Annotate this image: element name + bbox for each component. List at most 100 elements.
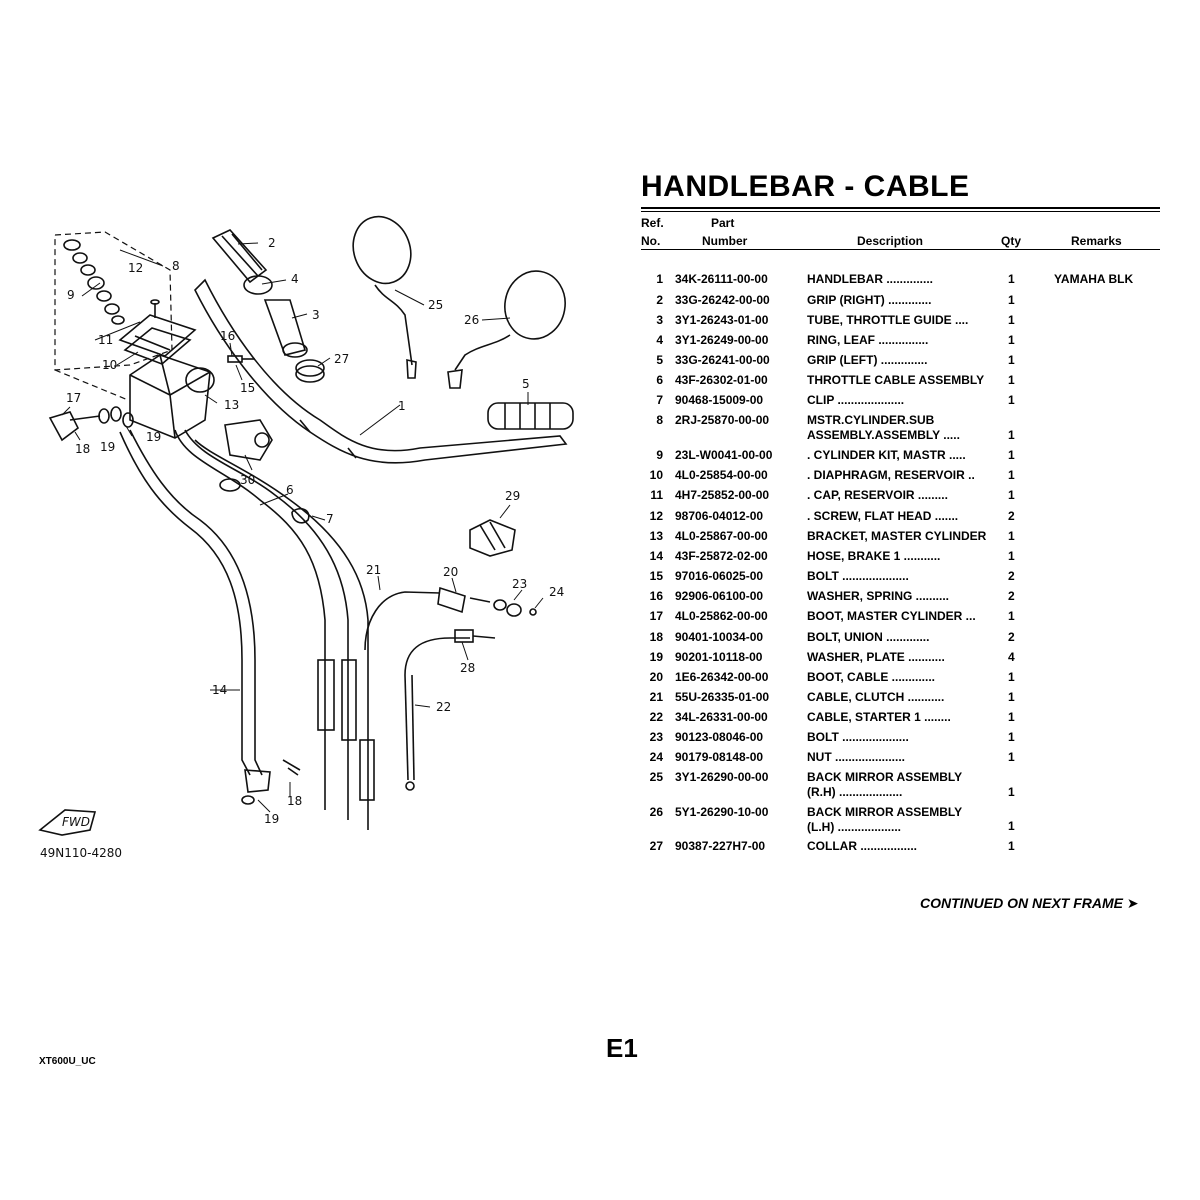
part-qty: 1 (1008, 670, 1015, 684)
part-qty: 1 (1008, 549, 1015, 563)
part-ref-no: 14 (649, 549, 663, 563)
brake-hose (119, 429, 301, 805)
part-number: 90179-08148-00 (675, 750, 764, 764)
header-description: Description (857, 234, 924, 248)
svg-text:14: 14 (212, 683, 227, 697)
part-qty: 1 (1008, 710, 1015, 724)
reservoir-cap (118, 314, 197, 365)
part-qty: 1 (1008, 819, 1015, 833)
svg-text:19: 19 (100, 440, 115, 454)
part-ref-no: 25 (649, 770, 663, 784)
part-number: 4L0-25862-00-00 (675, 609, 768, 623)
svg-text:24: 24 (549, 585, 564, 599)
svg-text:19: 19 (146, 430, 161, 444)
fwd-arrow-icon: FWD (38, 809, 97, 836)
grip-left (487, 402, 574, 430)
part-number: 3Y1-26290-00-00 (675, 770, 769, 784)
master-cylinder-body (129, 354, 215, 439)
part-number: 34L-26331-00-00 (675, 710, 768, 724)
part-description: CABLE, STARTER 1 ........ (807, 710, 951, 724)
part-number: 4H7-25852-00-00 (675, 488, 770, 502)
part-qty: 2 (1008, 630, 1015, 644)
svg-text:16: 16 (220, 329, 235, 343)
part-ref-no: 11 (650, 488, 663, 502)
part-description: . CAP, RESERVOIR ......... (807, 488, 948, 502)
part-number: 90387-227H7-00 (675, 839, 766, 853)
part-ref-no: 4 (656, 333, 663, 347)
part-description: COLLAR ................. (807, 839, 918, 853)
part-number: 34K-26111-00-00 (675, 272, 768, 286)
part-description: BACK MIRROR ASSEMBLY (807, 770, 963, 784)
header-ref-bottom: No. (641, 234, 661, 248)
page-number: E1 (606, 1033, 638, 1063)
title-divider (641, 207, 1160, 209)
grip-right (211, 229, 268, 284)
part-qty: 2 (1008, 569, 1015, 583)
part-number: 90201-10118-00 (675, 650, 763, 664)
header-remarks: Remarks (1071, 234, 1122, 248)
part-qty: 1 (1008, 529, 1015, 543)
part-number: 33G-26242-00-00 (675, 293, 770, 307)
part-qty: 1 (1008, 468, 1015, 482)
svg-text:8: 8 (172, 259, 180, 273)
part-qty: 2 (1008, 589, 1015, 603)
part-qty: 2 (1008, 509, 1015, 523)
part-description: BOLT .................... (807, 569, 909, 583)
part-ref-no: 10 (649, 468, 663, 482)
part-ref-no: 21 (649, 690, 663, 704)
svg-text:13: 13 (224, 398, 239, 412)
svg-text:20: 20 (443, 565, 458, 579)
part-ref-no: 27 (649, 839, 663, 853)
svg-text:19: 19 (264, 812, 279, 826)
part-ref-no: 22 (649, 710, 663, 724)
part-ref-no: 1 (656, 272, 663, 286)
part-remarks: YAMAHA BLK (1054, 272, 1134, 286)
header-qty: Qty (1001, 234, 1022, 248)
header-divider (641, 249, 1160, 250)
header-ref-top: Ref. (641, 216, 664, 230)
svg-text:11: 11 (98, 333, 113, 347)
part-number: 23L-W0041-00-00 (675, 448, 773, 462)
part-ref-no: 24 (649, 750, 663, 764)
diagram-code: 49N110-4280 (40, 846, 122, 860)
svg-text:7: 7 (326, 512, 334, 526)
part-qty: 1 (1008, 839, 1015, 853)
part-description: CLIP .................... (807, 393, 905, 407)
part-qty: 1 (1008, 448, 1015, 462)
svg-text:6: 6 (286, 483, 294, 497)
part-ref-no: 6 (656, 373, 663, 387)
part-number: 43F-25872-02-00 (675, 549, 768, 563)
svg-text:29: 29 (505, 489, 520, 503)
throttle-cable (174, 429, 375, 830)
title-divider-thin (641, 211, 1160, 212)
part-description: MSTR.CYLINDER.SUB (807, 413, 935, 427)
part-description: THROTTLE CABLE ASSEMBLY (807, 373, 985, 387)
part-description: HOSE, BRAKE 1 ........... (807, 549, 941, 563)
part-description: NUT ..................... (807, 750, 906, 764)
part-number: 1E6-26342-00-00 (675, 670, 769, 684)
part-number: 3Y1-26243-01-00 (675, 313, 769, 327)
part-ref-no: 17 (649, 609, 663, 623)
clip-7 (291, 508, 310, 524)
part-ref-no: 26 (649, 805, 663, 819)
svg-text:5: 5 (522, 377, 530, 391)
svg-text:9: 9 (67, 288, 75, 302)
starter-lever (469, 519, 516, 557)
collar-27 (295, 359, 325, 383)
header-part-bottom: Number (702, 234, 748, 248)
part-number: 97016-06025-00 (675, 569, 764, 583)
svg-text:12: 12 (128, 261, 143, 275)
throttle-guide-tube (263, 299, 308, 358)
part-ref-no: 2 (656, 293, 663, 307)
part-number: 90468-15009-00 (675, 393, 764, 407)
svg-text:22: 22 (436, 700, 451, 714)
part-qty: 1 (1008, 272, 1015, 286)
part-qty: 1 (1008, 373, 1015, 387)
svg-text:10: 10 (102, 358, 117, 372)
svg-text:28: 28 (460, 661, 475, 675)
cylinder-kit-parts (63, 239, 125, 325)
part-ref-no: 19 (649, 650, 663, 664)
part-number: 43F-26302-01-00 (675, 373, 768, 387)
part-description-line2: (R.H) ................... (807, 785, 903, 799)
